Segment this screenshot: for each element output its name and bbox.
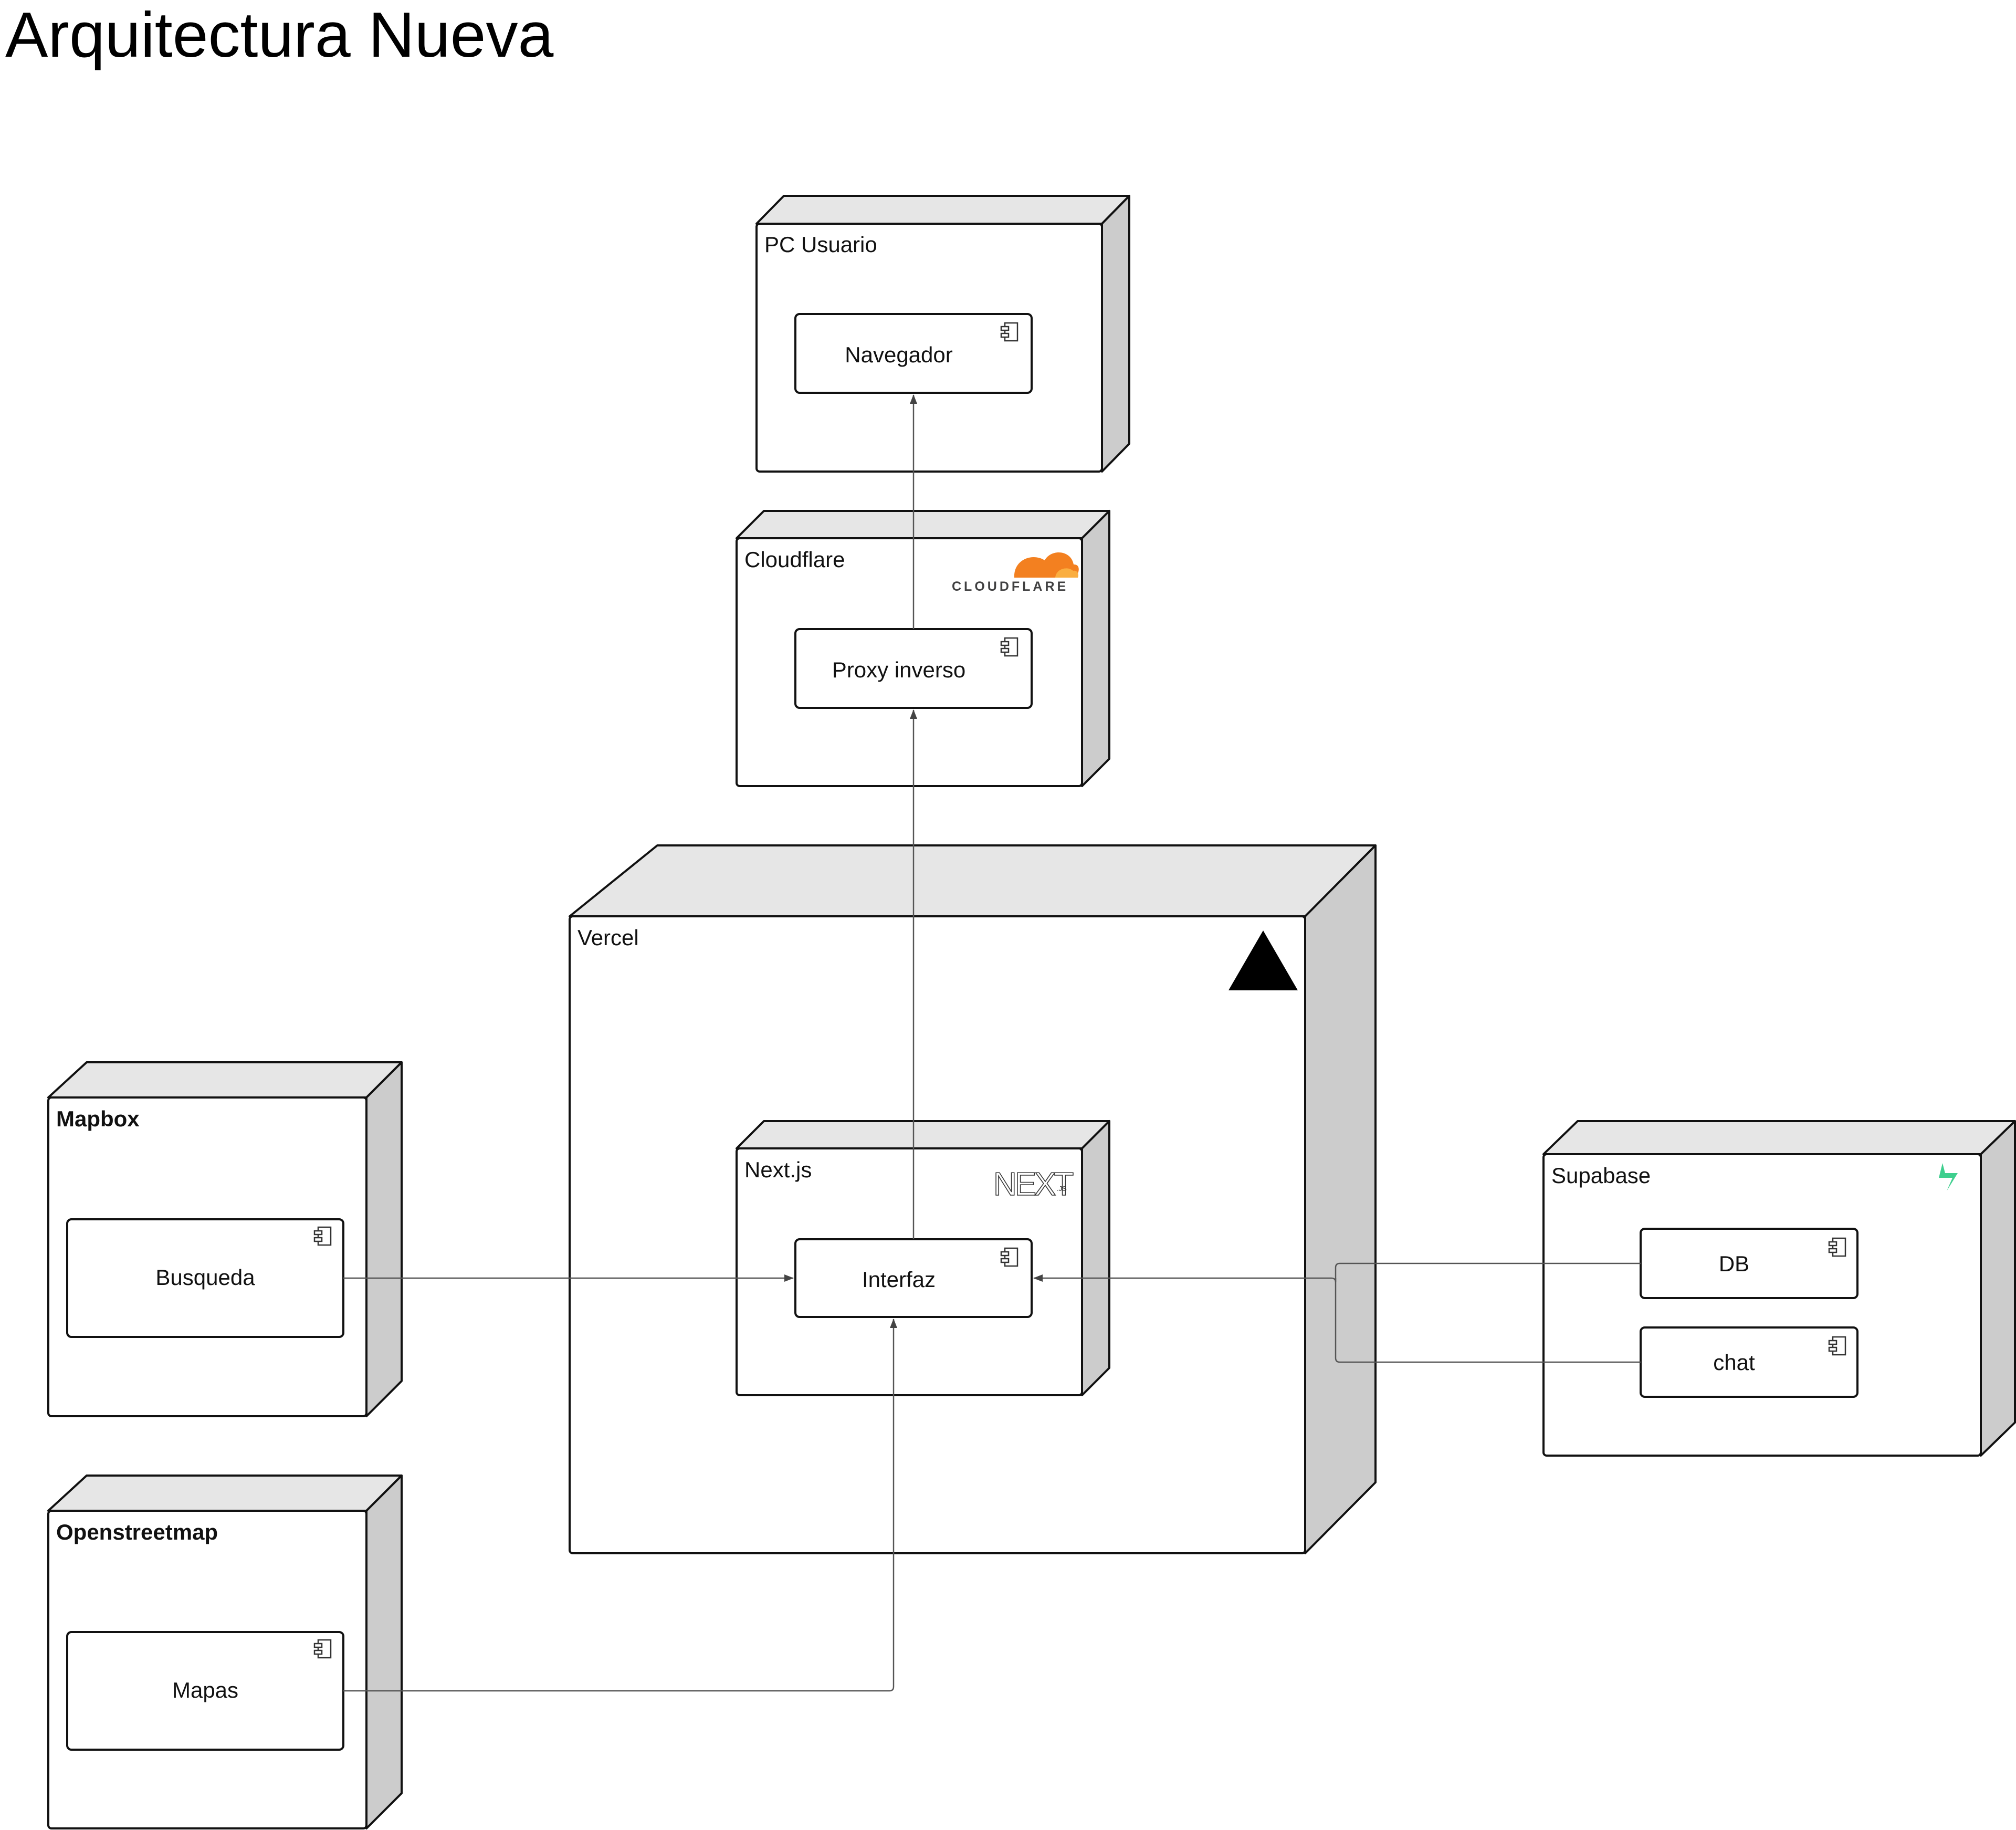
component-label: chat (1713, 1350, 1755, 1375)
component-mapas[interactable]: Mapas (66, 1631, 344, 1751)
node-label: Cloudflare (744, 547, 845, 572)
cloudflare-logo-icon: CLOUDFLARE (952, 552, 1079, 594)
nextjs-logo-sub: .JS (1057, 1185, 1067, 1193)
nextjs-logo-icon: NEXT .JS (993, 1166, 1076, 1203)
component-chat[interactable]: chat (1640, 1326, 1858, 1398)
node-mapbox[interactable]: Mapbox Busqueda (47, 1061, 403, 1417)
component-db[interactable]: DB (1640, 1228, 1858, 1299)
node-supabase[interactable]: Supabase DB chat (1542, 1120, 2016, 1457)
edge-mapas-to-interfaz (343, 1319, 897, 1692)
node-label: Openstreetmap (56, 1520, 218, 1544)
node-label: Next.js (744, 1157, 812, 1182)
connections (343, 394, 1641, 1692)
node-label: Supabase (1551, 1163, 1651, 1188)
page-title: Arquitectura Nueva (5, 0, 553, 70)
nextjs-logo-text: NEXT (993, 1166, 1073, 1202)
component-proxy-inverso[interactable]: Proxy inverso (794, 628, 1033, 709)
component-busqueda[interactable]: Busqueda (66, 1218, 344, 1338)
edge-db-to-interfaz (1033, 1262, 1641, 1283)
node-pc-usuario[interactable]: PC Usuario Navegador (755, 195, 1130, 473)
node-nextjs[interactable]: Next.js NEXT .JS Interfaz (736, 1120, 1110, 1396)
vercel-triangle-logo-icon (1228, 930, 1298, 990)
component-label: Mapas (172, 1678, 238, 1702)
component-label: Proxy inverso (832, 657, 965, 682)
component-interfaz[interactable]: Interfaz (794, 1238, 1033, 1318)
node-openstreetmap[interactable]: Openstreetmap Mapas (47, 1475, 403, 1829)
component-label: Navegador (845, 342, 952, 367)
node-label: Mapbox (56, 1106, 140, 1131)
component-label: Busqueda (155, 1265, 255, 1290)
node-label: PC Usuario (764, 232, 877, 257)
supabase-logo-icon (1939, 1163, 1958, 1191)
edge-chat-to-interfaz (1335, 1278, 1641, 1363)
cloudflare-logo-text: CLOUDFLARE (952, 579, 1068, 594)
component-label: Interfaz (862, 1267, 936, 1292)
component-label: DB (1719, 1251, 1749, 1276)
node-label: Vercel (578, 925, 639, 950)
component-navegador[interactable]: Navegador (794, 313, 1033, 394)
node-cloudflare[interactable]: Cloudflare CLOUDFLARE Proxy inverso (736, 510, 1110, 787)
